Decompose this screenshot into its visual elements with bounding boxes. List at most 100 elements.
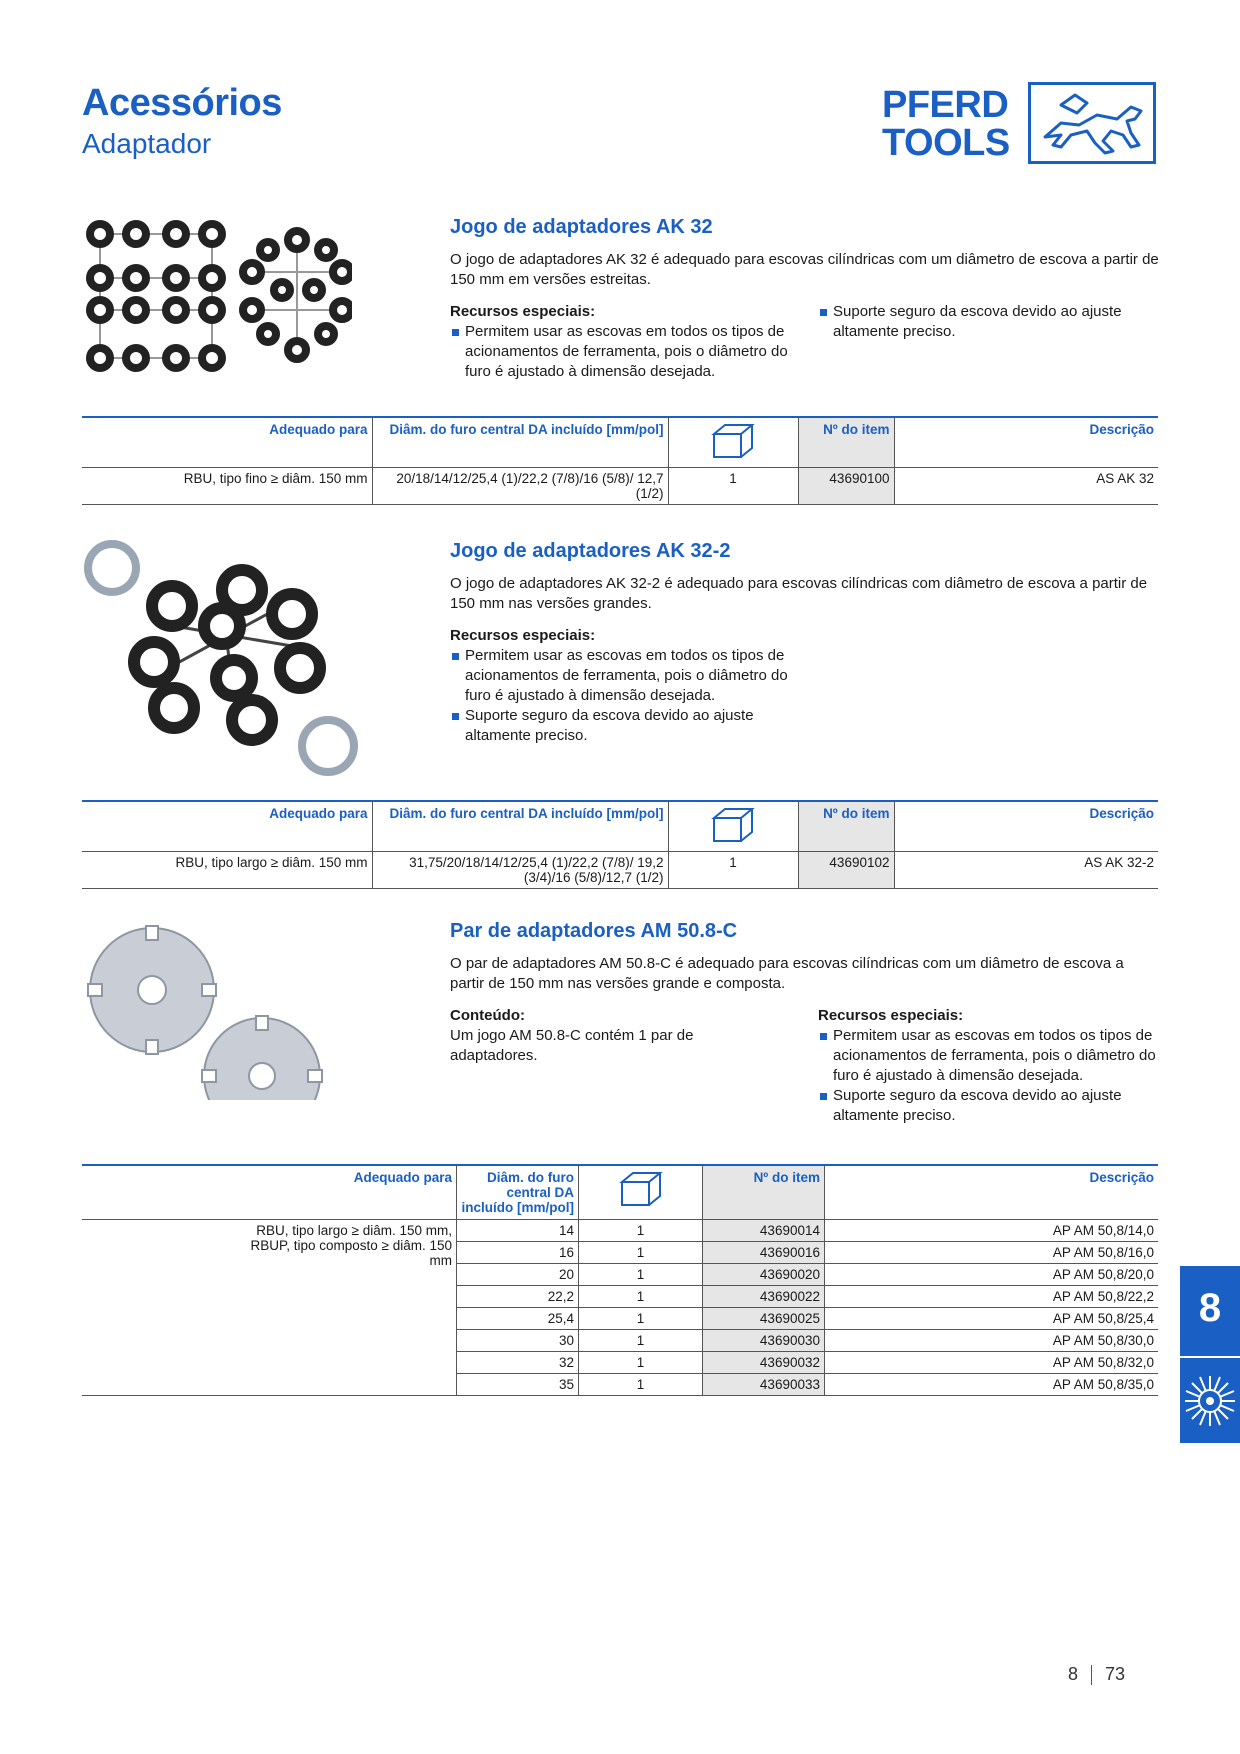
table-body: RBU, tipo largo ≥ diâm. 150 mm, RBUP, ti… [82, 1219, 1158, 1396]
spec-table-am508c: Adequado para Diâm. do furo central DA i… [82, 1164, 1158, 1396]
feature-item: Suporte seguro da escova devido ao ajust… [818, 1086, 1158, 1126]
table-row: RBU, tipo fino ≥ diâm. 150 mm 20/18/14/1… [82, 467, 1158, 505]
page-chapter: 8 [1068, 1664, 1079, 1684]
features-ak322: Recursos especiais: Permitem usar as esc… [450, 626, 800, 746]
cell-bore: 32 [456, 1351, 579, 1374]
features-heading: Recursos especiais: [818, 1007, 964, 1024]
cell-bore: 20 [456, 1263, 579, 1286]
cell-qty: 1 [578, 1329, 703, 1352]
features-am508c: Recursos especiais: Permitem usar as esc… [818, 1006, 1158, 1126]
cell-qty: 1 [578, 1307, 703, 1330]
page-number: 8 73 [1068, 1664, 1125, 1686]
table-row: RBU, tipo largo ≥ diâm. 150 mm, RBUP, ti… [82, 1219, 1158, 1396]
col-bore: Diâm. do furo central DA incluído [mm/po… [371, 417, 668, 468]
cell-desc: AS AK 32-2 [893, 851, 1158, 889]
cell-item: 43690020 [702, 1263, 825, 1286]
brush-wheel-icon [1185, 1376, 1235, 1426]
cell-qty: 1 [667, 467, 798, 505]
col-suitable: Adequado para [82, 1165, 457, 1220]
col-desc: Descrição [893, 801, 1158, 852]
cell-bore: 31,75/20/18/14/12/25,4 (1)/22,2 (7/8)/ 1… [371, 851, 668, 889]
content-am508c: Conteúdo: Um jogo AM 50.8-C contém 1 par… [450, 1006, 740, 1066]
col-desc: Descrição [893, 417, 1158, 468]
cell-qty: 1 [578, 1241, 703, 1264]
product-description-am508c: O par de adaptadores AM 50.8-C é adequad… [450, 955, 1124, 992]
spec-table-ak32: Adequado para Diâm. do furo central DA i… [82, 416, 1158, 505]
cell-suitable: RBU, tipo largo ≥ diâm. 150 mm [82, 851, 372, 889]
chapter-tab: 8 [1180, 1266, 1240, 1443]
col-bore: Diâm. do furo central DA incluído [mm/po… [371, 801, 668, 852]
adapter-pair-am508c-image [87, 925, 323, 1100]
logo-line-2: TOOLS [882, 122, 1010, 164]
cell-desc: AP AM 50,8/30,0 [824, 1329, 1158, 1352]
page-title: Acessórios [82, 82, 282, 124]
spec-table-ak322: Adequado para Diâm. do furo central DA i… [82, 800, 1158, 889]
cell-qty: 1 [578, 1285, 703, 1308]
package-icon [578, 1165, 703, 1220]
product-title-am508c: Par de adaptadores AM 50.8-C [450, 920, 738, 942]
logo-line-1: PFERD [882, 84, 1009, 126]
product-title-ak322: Jogo de adaptadores AK 32-2 [450, 540, 731, 562]
feature-item: Suporte seguro da escova devido ao ajust… [450, 706, 800, 746]
features-ak32-col2: Suporte seguro da escova devido ao ajust… [818, 302, 1158, 342]
cell-desc: AP AM 50,8/22,2 [824, 1285, 1158, 1308]
cell-qty: 1 [578, 1373, 703, 1396]
features-ak32: Recursos especiais: Permitem usar as esc… [450, 302, 800, 382]
features-heading: Recursos especiais: [450, 627, 596, 644]
product-description-ak32: O jogo de adaptadores AK 32 é adequado p… [450, 251, 1159, 288]
adapter-set-ak322-image [84, 540, 358, 776]
cell-desc: AP AM 50,8/35,0 [824, 1373, 1158, 1396]
cell-desc: AP AM 50,8/16,0 [824, 1241, 1158, 1264]
feature-item: Suporte seguro da escova devido ao ajust… [818, 302, 1158, 342]
product-title-ak32: Jogo de adaptadores AK 32 [450, 216, 713, 238]
cell-suitable: RBU, tipo largo ≥ diâm. 150 mm, RBUP, ti… [82, 1219, 457, 1396]
cell-item: 43690030 [702, 1329, 825, 1352]
cell-item: 43690022 [702, 1285, 825, 1308]
col-item: Nº do item [797, 417, 894, 468]
cell-bore: 25,4 [456, 1307, 579, 1330]
adapter-set-ak32-image [86, 220, 352, 372]
col-item: Nº do item [797, 801, 894, 852]
cell-suitable: RBU, tipo fino ≥ diâm. 150 mm [82, 467, 372, 505]
page-number-divider [1091, 1665, 1093, 1686]
product-description-ak322: O jogo de adaptadores AK 32-2 é adequado… [450, 575, 1148, 612]
feature-item: Permitem usar as escovas em todos os tip… [450, 646, 800, 706]
cell-item: 43690025 [702, 1307, 825, 1330]
table-row: RBU, tipo largo ≥ diâm. 150 mm 31,75/20/… [82, 851, 1158, 889]
cell-desc: AP AM 50,8/32,0 [824, 1351, 1158, 1374]
cell-item: 43690032 [702, 1351, 825, 1374]
cell-desc: AP AM 50,8/25,4 [824, 1307, 1158, 1330]
horse-icon [1028, 82, 1156, 164]
feature-item: Permitem usar as escovas em todos os tip… [818, 1026, 1158, 1086]
col-suitable: Adequado para [82, 417, 372, 468]
pferd-tools-logo: PFERD TOOLS [882, 82, 1158, 166]
cell-bore: 16 [456, 1241, 579, 1264]
feature-item: Permitem usar as escovas em todos os tip… [450, 322, 800, 382]
cell-item: 43690102 [797, 851, 894, 889]
cell-bore: 20/18/14/12/25,4 (1)/22,2 (7/8)/16 (5/8)… [371, 467, 668, 505]
page-subtitle: Adaptador [82, 128, 212, 159]
cell-desc: AP AM 50,8/14,0 [824, 1219, 1158, 1242]
cell-qty: 1 [578, 1219, 703, 1242]
cell-bore: 30 [456, 1329, 579, 1352]
content-text: Um jogo AM 50.8-C contém 1 par de adapta… [450, 1027, 694, 1064]
cell-item: 43690016 [702, 1241, 825, 1264]
col-suitable: Adequado para [82, 801, 372, 852]
cell-bore: 35 [456, 1373, 579, 1396]
cell-item: 43690033 [702, 1373, 825, 1396]
cell-qty: 1 [578, 1263, 703, 1286]
cell-bore: 14 [456, 1219, 579, 1242]
chapter-tab-number: 8 [1198, 1286, 1222, 1330]
cell-qty: 1 [667, 851, 798, 889]
content-heading: Conteúdo: [450, 1007, 525, 1024]
cell-desc: AS AK 32 [893, 467, 1158, 505]
package-icon [667, 417, 798, 468]
cell-item: 43690100 [797, 467, 894, 505]
